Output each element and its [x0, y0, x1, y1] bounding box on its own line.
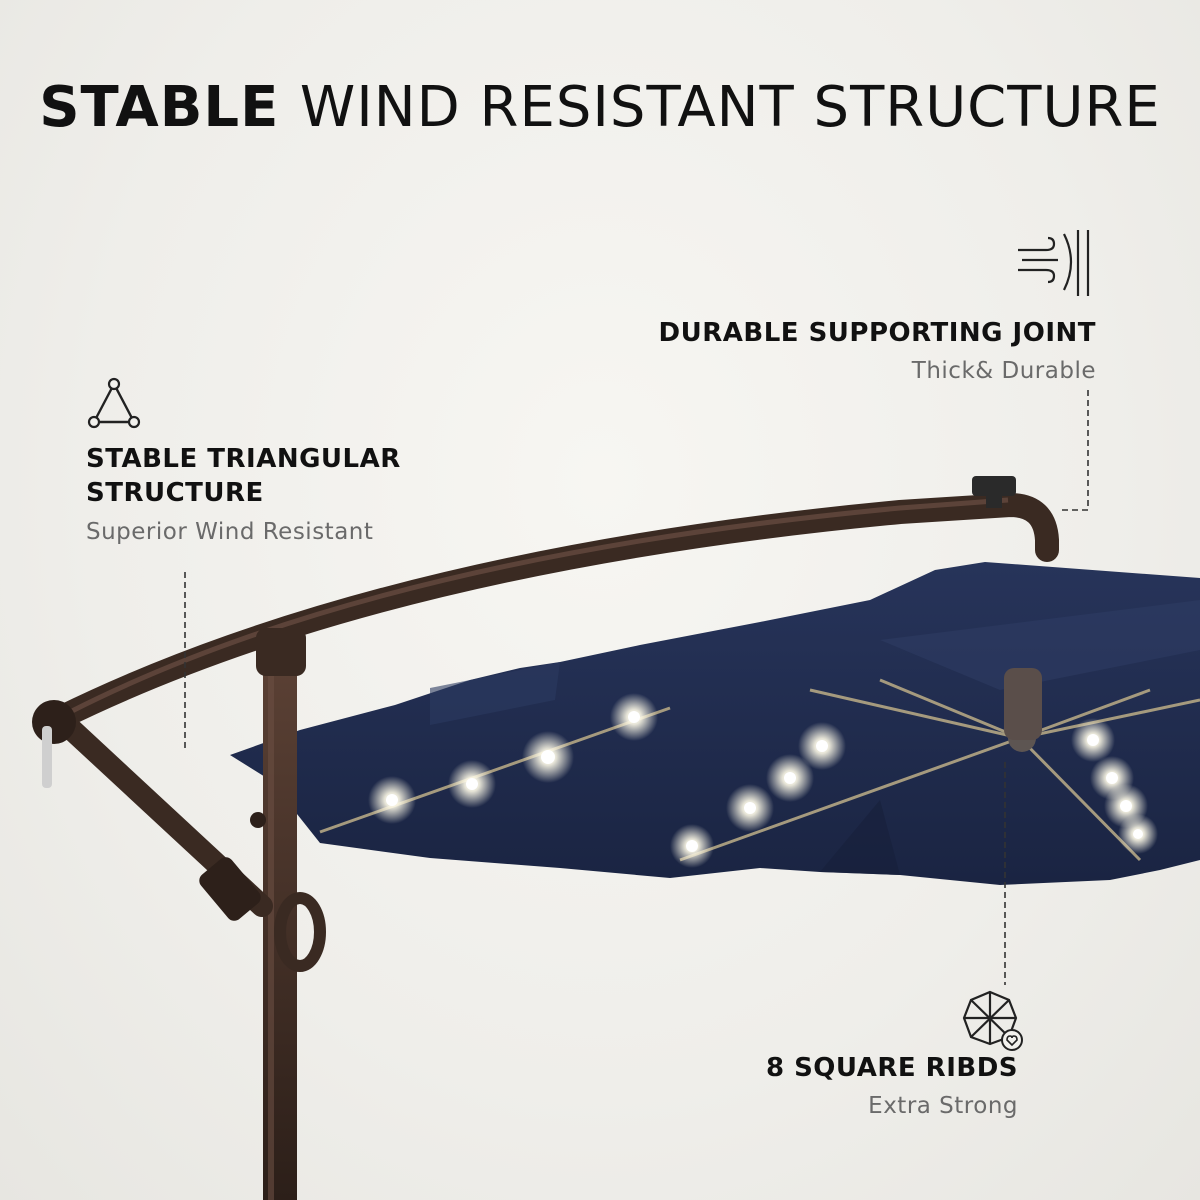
cantilever-arm [48, 492, 1059, 730]
feature-subtitle: Extra Strong [868, 1093, 1018, 1120]
headline: STABLE WIND RESISTANT STRUCTURE [0, 80, 1200, 136]
feature-title-line1: STABLE TRIANGULAR [86, 444, 401, 474]
feature-subtitle: Thick& Durable [911, 358, 1096, 385]
led-lights [368, 693, 1158, 868]
feature-title: STABLE TRIANGULAR STRUCTURE [86, 442, 446, 511]
feature-title: DURABLE SUPPORTING JOINT [658, 318, 1096, 348]
hand-crank [32, 700, 76, 744]
umbrella-ribs-icon [962, 990, 1023, 1051]
callout-lines [184, 390, 1089, 985]
feature-supporting-joint: DURABLE SUPPORTING JOINT Thick& Durable [616, 316, 1096, 384]
triangle-structure-icon [87, 377, 141, 429]
headline-rest: WIND RESISTANT STRUCTURE [299, 75, 1161, 140]
wind-joint-icon [1018, 230, 1090, 296]
feature-triangular-structure: STABLE TRIANGULAR STRUCTURE Superior Win… [86, 442, 446, 545]
feature-square-ribs: 8 SQUARE RIBDS Extra Strong [658, 1051, 1018, 1119]
headline-bold: STABLE [39, 75, 280, 140]
feature-title-line2: STRUCTURE [86, 478, 264, 509]
solar-panel [972, 476, 1016, 496]
feature-subtitle: Superior Wind Resistant [86, 518, 374, 545]
feature-title: 8 SQUARE RIBDS [765, 1053, 1018, 1083]
